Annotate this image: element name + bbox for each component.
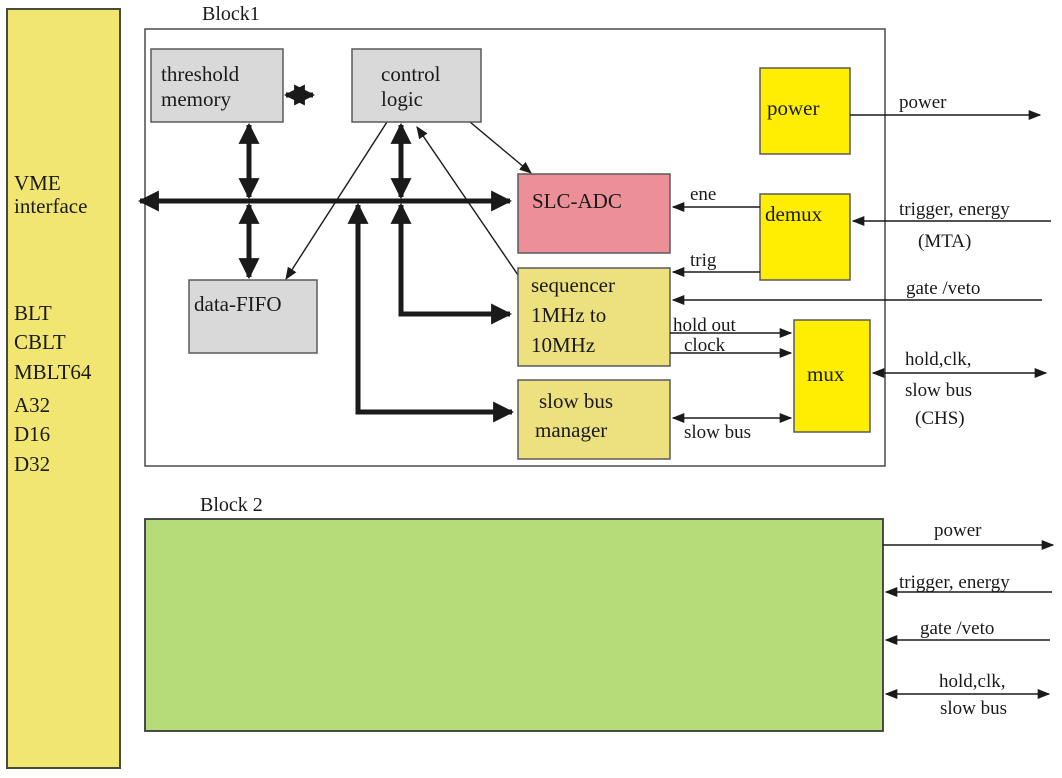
data-fifo-box: data-FIFO bbox=[188, 279, 318, 354]
block2-box bbox=[144, 518, 884, 732]
slow-bus-internal-label: slow bus bbox=[684, 422, 751, 443]
control-logic-box: control logic bbox=[351, 48, 482, 123]
power-box-label: power bbox=[767, 96, 819, 120]
ext-mta-label: (MTA) bbox=[918, 231, 971, 252]
threshold-memory-line1: threshold bbox=[161, 62, 240, 86]
slow-bus-manager-line2: manager bbox=[535, 418, 607, 442]
control-to-adc bbox=[469, 121, 532, 174]
trig-label: trig bbox=[690, 250, 717, 271]
clock-label: clock bbox=[684, 335, 726, 356]
data-fifo-label: data-FIFO bbox=[194, 292, 282, 316]
block2-slow-bus-label: slow bus bbox=[940, 698, 1007, 719]
mux-box: mux bbox=[793, 319, 871, 433]
ext-chs-label: (CHS) bbox=[915, 408, 965, 429]
slc-adc-box: SLC-ADC bbox=[517, 173, 671, 254]
threshold-memory-line2: memory bbox=[161, 87, 231, 111]
sequencer-line2: 1MHz to bbox=[531, 303, 606, 327]
ext-slow-bus-label: slow bus bbox=[905, 380, 972, 401]
block1-title: Block1 bbox=[202, 3, 260, 25]
control-logic-line2: logic bbox=[381, 87, 423, 111]
ext-trigger-energy-label: trigger, energy bbox=[899, 199, 1010, 220]
slow-bus-manager-line1: slow bus bbox=[539, 389, 613, 413]
power-box: power bbox=[759, 67, 851, 155]
demux-box: demux bbox=[759, 193, 851, 281]
ext-gate-veto-label: gate /veto bbox=[906, 278, 980, 299]
vme-title-line2: interface bbox=[14, 194, 87, 218]
block2-hold-clk-label: hold,clk, bbox=[939, 671, 1006, 692]
slow-bus-manager-box: slow bus manager bbox=[517, 379, 671, 460]
sequencer-line1: sequencer bbox=[531, 273, 615, 297]
control-logic-line1: control bbox=[381, 62, 441, 86]
vme-mode: BLT bbox=[14, 301, 52, 325]
mux-box-label: mux bbox=[807, 362, 845, 386]
vme-mode: A32 bbox=[14, 393, 50, 417]
ene-label: ene bbox=[690, 184, 716, 205]
demux-box-label: demux bbox=[765, 202, 823, 226]
sequencer-line3: 10MHz bbox=[531, 333, 595, 357]
hold-out-label: hold out bbox=[673, 315, 737, 336]
vme-mode: CBLT bbox=[14, 330, 66, 354]
ext-hold-clk-label: hold,clk, bbox=[905, 349, 972, 370]
block2-gate-veto-label: gate /veto bbox=[920, 618, 994, 639]
block2-title: Block 2 bbox=[200, 494, 263, 516]
vme-mode: D32 bbox=[14, 452, 50, 476]
vme-mode: D16 bbox=[14, 422, 50, 446]
vme-interface-block: VME interface BLT CBLT MBLT64 A32 D16 D3… bbox=[6, 8, 121, 769]
vme-interface-box bbox=[6, 8, 121, 769]
slowbus-manager-bus-link bbox=[347, 202, 515, 423]
vme-title-line1: VME bbox=[14, 171, 61, 195]
sequencer-to-control bbox=[416, 125, 519, 276]
block2-signal-lines bbox=[883, 539, 1055, 700]
data-bus bbox=[137, 84, 515, 423]
control-lines bbox=[285, 121, 532, 281]
threshold-memory-box: threshold memory bbox=[150, 48, 284, 123]
control-to-fifo bbox=[285, 121, 388, 281]
slc-adc-label: SLC-ADC bbox=[532, 189, 622, 213]
ext-power-label: power bbox=[899, 92, 947, 113]
sequencer-box: sequencer 1MHz to 10MHz bbox=[517, 267, 671, 367]
block2-trigger-energy-label: trigger, energy bbox=[899, 572, 1010, 593]
signal-lines bbox=[670, 109, 1051, 424]
vme-mode: MBLT64 bbox=[14, 360, 92, 384]
block2-power-label: power bbox=[934, 520, 982, 541]
